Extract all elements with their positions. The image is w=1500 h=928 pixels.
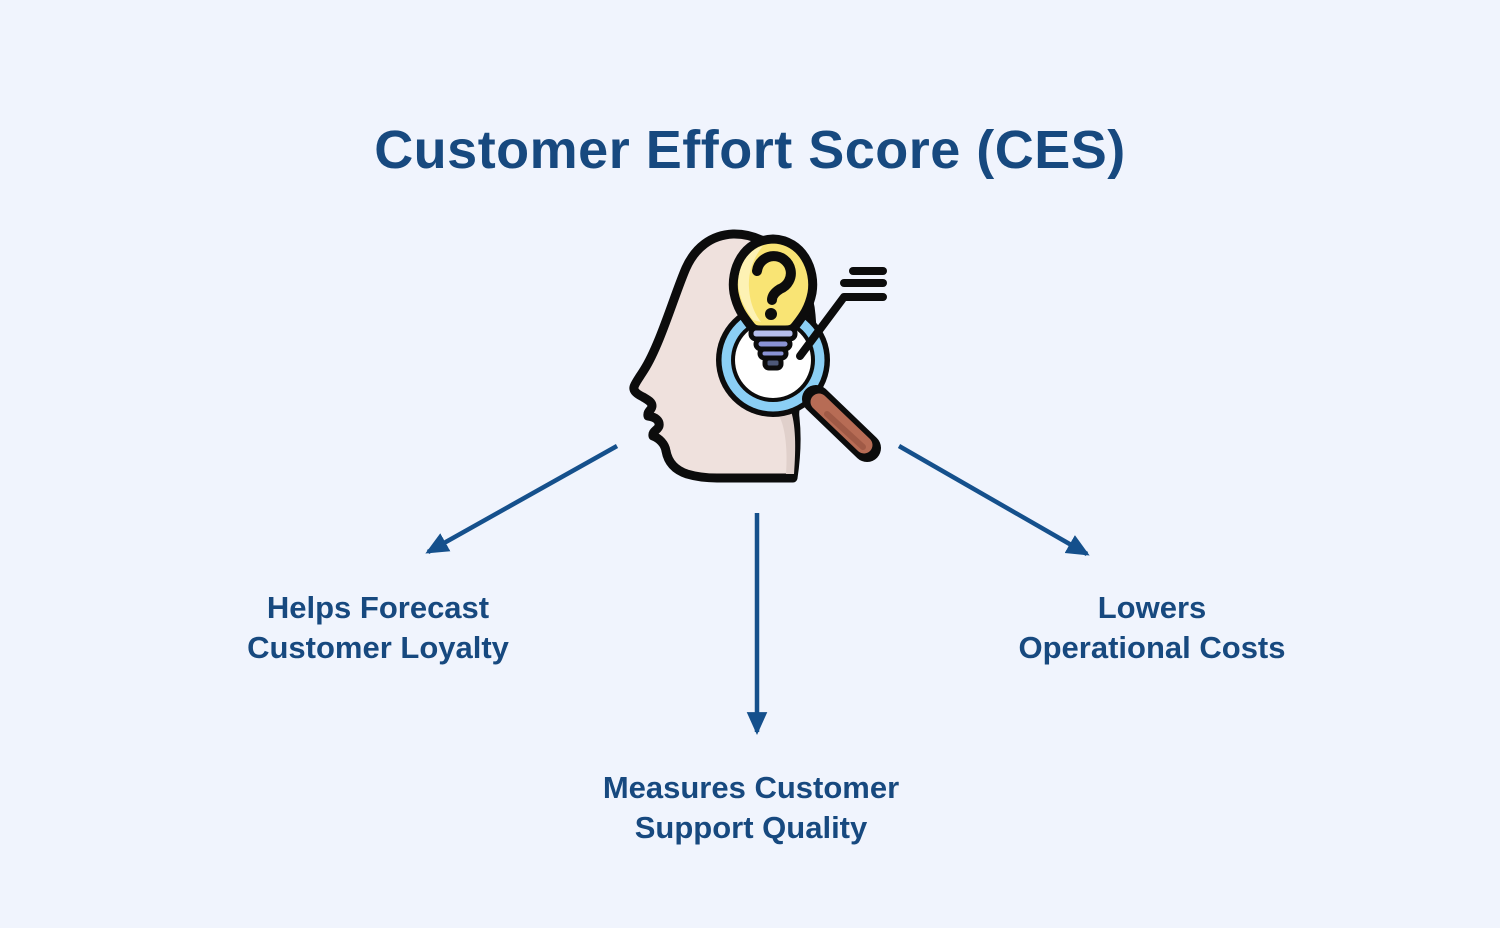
arrow-left [425,444,619,554]
question-mark-icon [752,251,796,320]
question-lightbulb-icon [728,234,818,371]
page-title: Customer Effort Score (CES) [374,120,1126,181]
benefit-label-support-quality: Measures Customer Support Quality [602,770,900,845]
arrow-right [897,444,1090,556]
head-lightbulb-magnifier-icon [629,229,887,483]
insight-lines-icon [796,267,887,360]
benefit-label-forecast-loyalty: Helps Forecast Customer Loyalty [247,590,509,665]
benefit-label-operational-costs: Lowers Operational Costs [1018,590,1286,665]
